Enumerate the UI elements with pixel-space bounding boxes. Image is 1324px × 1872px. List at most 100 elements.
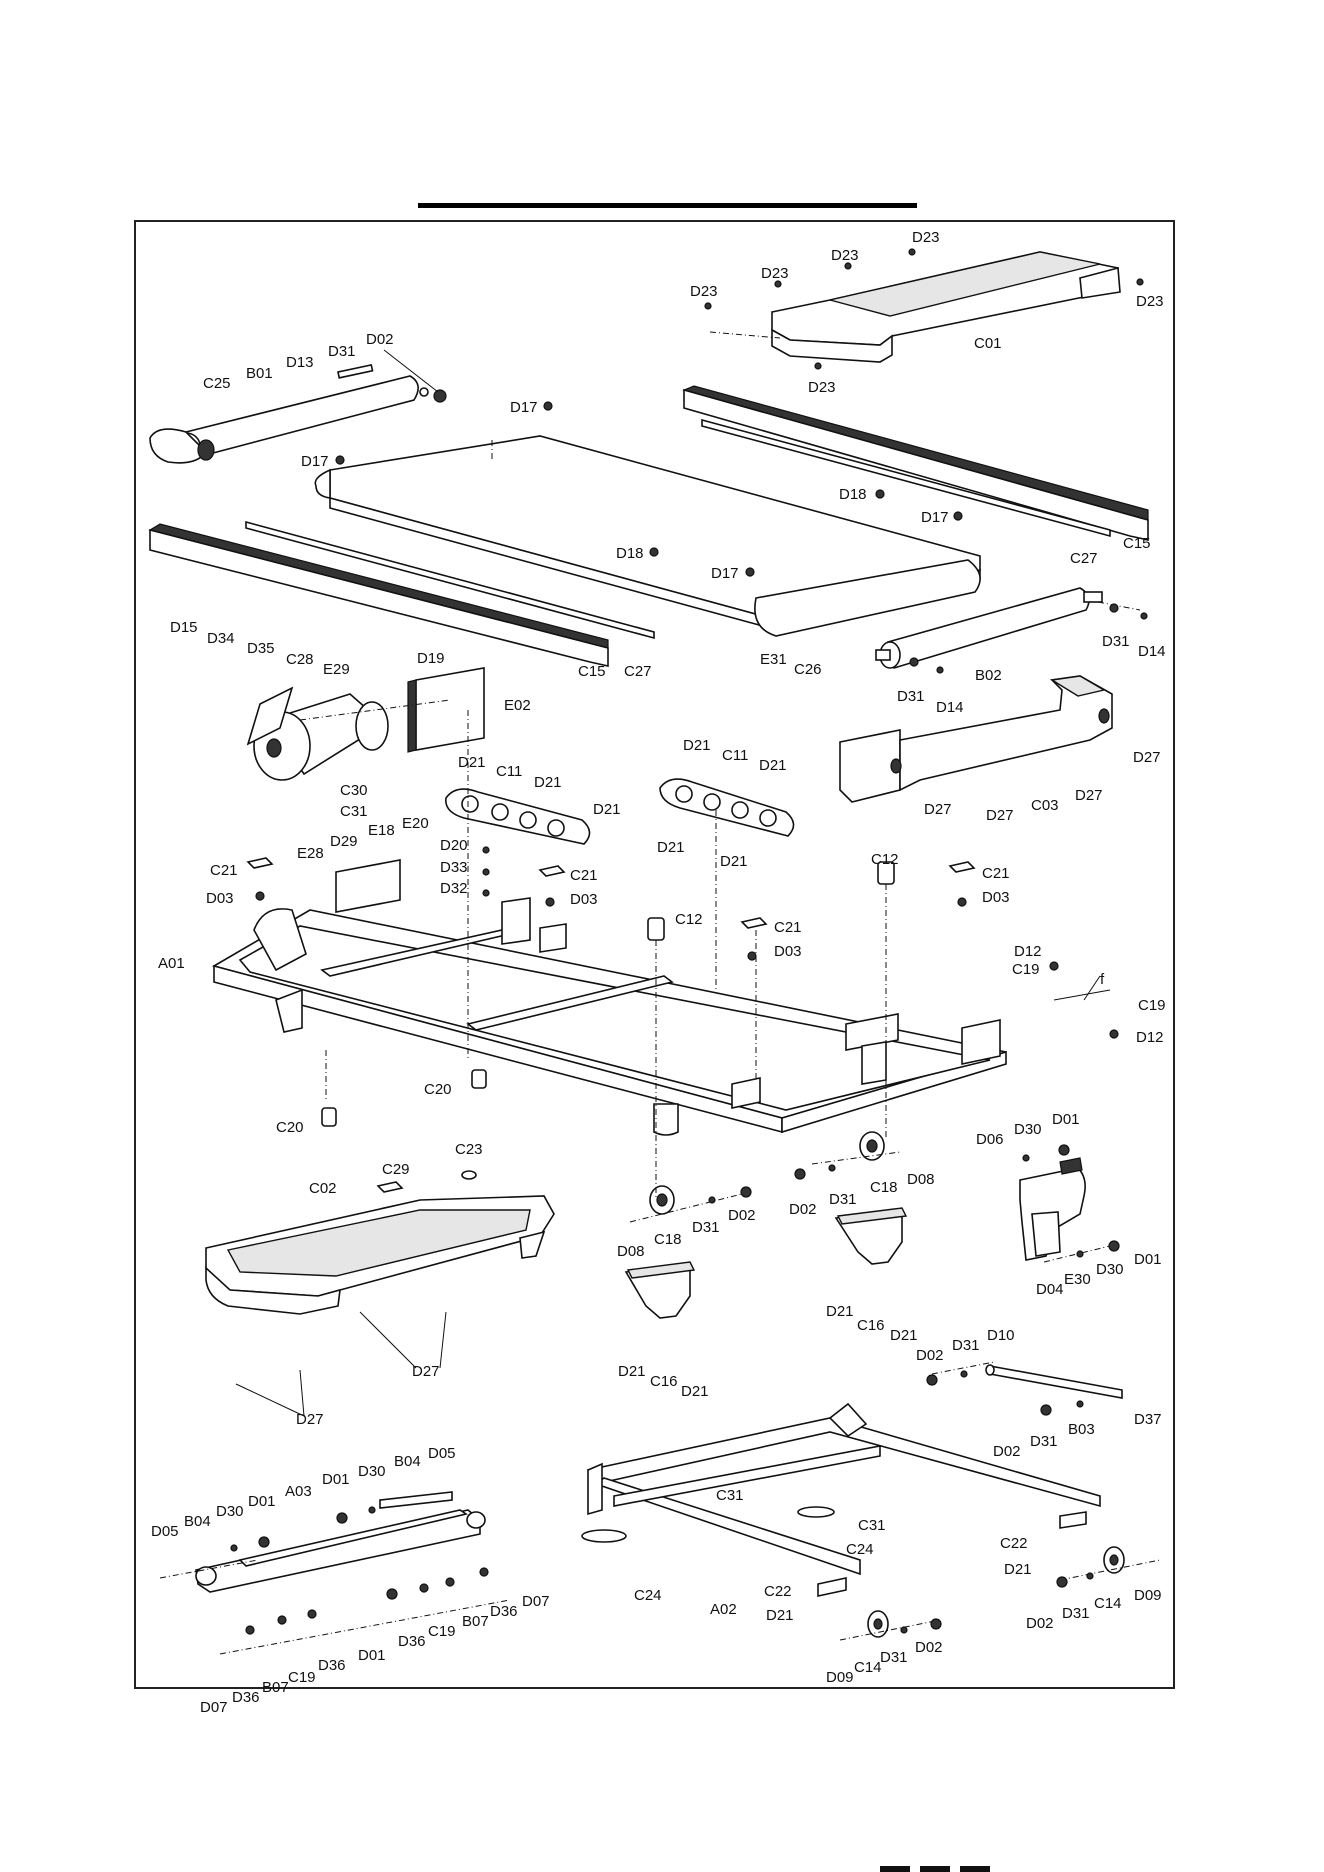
label-c30: C30 bbox=[340, 782, 368, 799]
label-c31: C31 bbox=[340, 803, 368, 820]
label-c11: C11 bbox=[496, 763, 522, 780]
part-c20-foot-a bbox=[471, 1069, 487, 1089]
label-d02: D02 bbox=[915, 1639, 943, 1656]
label-d21: D21 bbox=[681, 1383, 709, 1400]
label-d31: D31 bbox=[897, 688, 925, 705]
label-c11: C11 bbox=[722, 747, 748, 764]
part-labels: D23 D23 D23 D23 D23 C01 D23 D02 D31 D13 … bbox=[151, 229, 1166, 1716]
leader-lines bbox=[235, 349, 1111, 1417]
part-c03-rear-cap bbox=[839, 675, 1113, 803]
label-d18: D18 bbox=[839, 486, 867, 503]
label-c28: C28 bbox=[286, 651, 314, 668]
label-d17: D17 bbox=[921, 509, 949, 526]
label-c21: C21 bbox=[210, 862, 238, 879]
label-d12: D12 bbox=[1014, 943, 1042, 960]
label-d19: D19 bbox=[417, 650, 445, 667]
label-f: f bbox=[1100, 971, 1105, 988]
label-d01: D01 bbox=[1052, 1111, 1080, 1128]
label-d14: D14 bbox=[1138, 643, 1166, 660]
label-d27: D27 bbox=[1133, 749, 1161, 766]
label-e18: E18 bbox=[368, 822, 395, 839]
label-c27: C27 bbox=[1070, 550, 1098, 567]
label-c25: C25 bbox=[203, 375, 231, 392]
diagram-frame bbox=[134, 220, 1175, 1689]
label-d02: D02 bbox=[1026, 1615, 1054, 1632]
part-c21-pads bbox=[246, 857, 976, 929]
part-a03-crossbar bbox=[195, 1491, 486, 1593]
label-d23: D23 bbox=[690, 283, 718, 300]
label-d36: D36 bbox=[398, 1633, 426, 1650]
label-d15: D15 bbox=[170, 619, 198, 636]
part-c16-bracket-right bbox=[834, 1207, 908, 1265]
label-b07: B07 bbox=[262, 1679, 289, 1696]
label-c22: C22 bbox=[1000, 1535, 1028, 1552]
label-d08: D08 bbox=[617, 1243, 645, 1260]
part-a02-base bbox=[581, 1402, 1101, 1597]
label-c15: C15 bbox=[578, 663, 606, 680]
label-d04: D04 bbox=[1036, 1281, 1064, 1298]
label-d30: D30 bbox=[1096, 1261, 1124, 1278]
label-d03: D03 bbox=[982, 889, 1010, 906]
part-deck bbox=[314, 435, 981, 637]
label-c12: C12 bbox=[675, 911, 703, 928]
label-d31: D31 bbox=[692, 1219, 720, 1236]
label-e30: E30 bbox=[1064, 1271, 1091, 1288]
label-a01: A01 bbox=[158, 955, 185, 972]
part-c02-cover bbox=[205, 1170, 555, 1315]
label-d23: D23 bbox=[1136, 293, 1164, 310]
footer-marks bbox=[880, 1866, 990, 1872]
label-c19: C19 bbox=[1012, 961, 1040, 978]
label-c21: C21 bbox=[982, 865, 1010, 882]
label-c16: C16 bbox=[650, 1373, 678, 1390]
label-c01: C01 bbox=[974, 335, 1002, 352]
label-d36: D36 bbox=[318, 1657, 346, 1674]
label-d18: D18 bbox=[616, 545, 644, 562]
label-c19: C19 bbox=[1138, 997, 1166, 1014]
label-c24: C24 bbox=[846, 1541, 874, 1558]
label-d30: D30 bbox=[1014, 1121, 1042, 1138]
label-c21: C21 bbox=[570, 867, 598, 884]
label-d21: D21 bbox=[618, 1363, 646, 1380]
label-d17: D17 bbox=[301, 453, 329, 470]
label-d01: D01 bbox=[322, 1471, 350, 1488]
label-d01: D01 bbox=[358, 1647, 386, 1664]
label-c12: C12 bbox=[871, 851, 899, 868]
label-d07: D07 bbox=[522, 1593, 550, 1610]
label-d05: D05 bbox=[151, 1523, 179, 1540]
label-d21: D21 bbox=[826, 1303, 854, 1320]
label-c31: C31 bbox=[858, 1517, 886, 1534]
label-d31: D31 bbox=[1102, 633, 1130, 650]
label-c24: C24 bbox=[634, 1587, 662, 1604]
part-b01-roller bbox=[149, 363, 447, 464]
label-d23: D23 bbox=[831, 247, 859, 264]
label-d27: D27 bbox=[924, 801, 952, 818]
label-e20: E20 bbox=[402, 815, 429, 832]
label-d21: D21 bbox=[890, 1327, 918, 1344]
label-d23: D23 bbox=[912, 229, 940, 246]
label-b03: B03 bbox=[1068, 1421, 1095, 1438]
label-d23: D23 bbox=[808, 379, 836, 396]
part-c15-rail-right bbox=[682, 385, 1149, 541]
label-d13: D13 bbox=[286, 354, 314, 371]
label-d37: D37 bbox=[1134, 1411, 1162, 1428]
label-b04: B04 bbox=[394, 1453, 421, 1470]
label-d27: D27 bbox=[1075, 787, 1103, 804]
part-c18-wheel-left bbox=[649, 1185, 675, 1215]
label-c02: C02 bbox=[309, 1180, 337, 1197]
part-c15-rail-left bbox=[148, 520, 655, 667]
label-c22: C22 bbox=[764, 1583, 792, 1600]
label-d27: D27 bbox=[986, 807, 1014, 824]
label-d02: D02 bbox=[789, 1201, 817, 1218]
label-d21: D21 bbox=[766, 1607, 794, 1624]
label-d31: D31 bbox=[328, 343, 356, 360]
label-a03: A03 bbox=[285, 1483, 312, 1500]
label-d03: D03 bbox=[570, 891, 598, 908]
label-d21: D21 bbox=[720, 853, 748, 870]
label-d30: D30 bbox=[216, 1503, 244, 1520]
part-c12-bumper-a bbox=[647, 917, 665, 941]
label-d09: D09 bbox=[826, 1669, 854, 1686]
label-d01: D01 bbox=[1134, 1251, 1162, 1268]
label-d31: D31 bbox=[1062, 1605, 1090, 1622]
part-c18-wheel-right bbox=[859, 1131, 885, 1161]
